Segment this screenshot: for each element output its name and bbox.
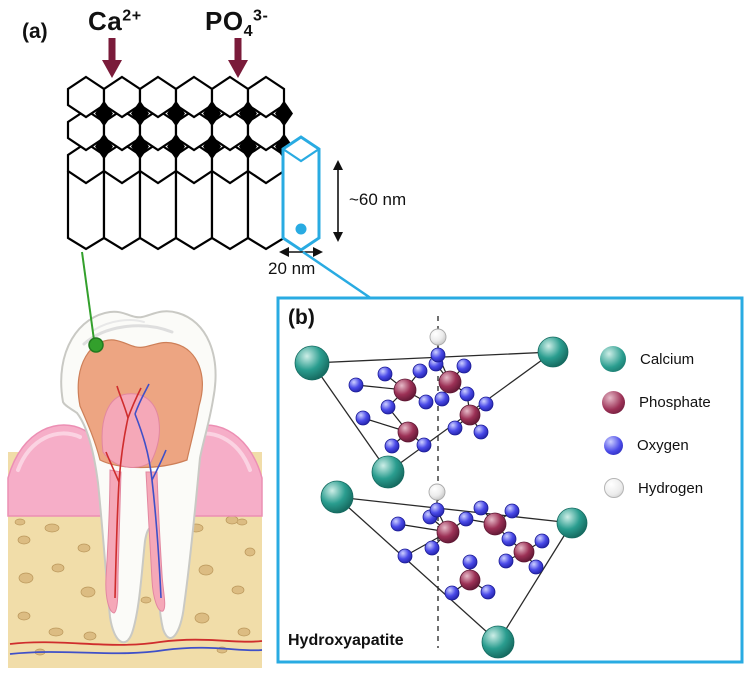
molecule-cluster-bottom (320, 480, 588, 659)
oxygen-atom (478, 396, 494, 412)
legend-item-calcium: Calcium (600, 346, 711, 372)
phosphate-ion-label: PO43- (205, 6, 268, 41)
oxygen-atom (384, 438, 400, 454)
panel-a-label: (a) (22, 20, 48, 43)
phosphate-atom (438, 370, 462, 394)
phosphate-atom (397, 421, 419, 443)
oxygen-atom (473, 424, 489, 440)
panel-b-title: Hydroxyapatite (288, 632, 404, 649)
legend-item-phosphate: Phosphate (600, 389, 711, 415)
jaw-blood-vessels (9, 638, 263, 655)
phosphate-ion-symbol: PO (205, 6, 244, 36)
oxygen-atom (434, 391, 450, 407)
calcium-atom (481, 625, 515, 659)
phosphate-atom (393, 378, 417, 402)
pulp-blood-vessels (105, 383, 167, 599)
oxygen-atom (397, 548, 413, 564)
calcium-atom (371, 455, 405, 489)
oxygen-atom (430, 347, 446, 363)
panel-b-box (276, 296, 744, 664)
oxygen-atom (355, 410, 371, 426)
oxygen-atom (498, 553, 514, 569)
hydrogen-atom (429, 328, 447, 346)
molecule-legend: Calcium Phosphate Oxygen Hydrogen (600, 346, 711, 501)
calcium-ion-charge: 2+ (122, 6, 142, 25)
calcium-atom (556, 507, 588, 539)
legend-label: Calcium (640, 350, 695, 368)
highlighted-crystal (281, 135, 321, 252)
oxygen-atom (504, 503, 520, 519)
legend-label: Phosphate (639, 393, 711, 411)
calcium-ion-symbol: Ca (88, 6, 123, 36)
oxygen-swatch-icon (604, 435, 623, 455)
calcium-atom (320, 480, 354, 514)
oxygen-atom (416, 437, 432, 453)
molecule-cluster-top (294, 328, 569, 489)
oxygen-atom (444, 585, 460, 601)
crystal-marker-dot (295, 223, 307, 235)
oxygen-atom (418, 394, 434, 410)
oxygen-atom (377, 366, 393, 382)
legend-label: Hydrogen (638, 479, 704, 497)
oxygen-atom (429, 502, 445, 518)
crystal-lattice (66, 75, 293, 251)
crystal-width-label: 20 nm (268, 259, 316, 278)
tooth-pulp-chamber (101, 393, 160, 468)
oxygen-atom (458, 511, 474, 527)
oxygen-atom (528, 559, 544, 575)
height-measure-arrow (333, 160, 343, 242)
phosphate-ion-charge: 3- (253, 6, 269, 25)
tooth-marker-dot (88, 337, 104, 353)
oxygen-atom (462, 554, 478, 570)
crystal-height-label: ~60 nm (349, 190, 407, 209)
phosphate-atom (436, 520, 460, 544)
calcium-atom (294, 345, 330, 381)
oxygen-atom (447, 420, 463, 436)
oxygen-atom (390, 516, 406, 532)
calcium-ion-arrow-icon (102, 38, 122, 78)
calcium-ion-label: Ca2+ (88, 6, 142, 37)
phosphate-ion-subscript: 4 (243, 22, 254, 41)
oxygen-atom (473, 500, 489, 516)
oxygen-atom (534, 533, 550, 549)
phosphate-ion-arrow-icon (228, 38, 248, 78)
oxygen-atom (424, 540, 440, 556)
legend-item-hydrogen: Hydrogen (600, 475, 711, 501)
crystal-to-panel-connector (302, 250, 373, 301)
hydrogen-atom (428, 483, 446, 501)
phosphate-atom (513, 541, 535, 563)
oxygen-atom (348, 377, 364, 393)
oxygen-atom (456, 358, 472, 374)
calcium-swatch-icon (600, 346, 626, 372)
oxygen-atom (380, 399, 396, 415)
phosphate-atom (459, 404, 481, 426)
phosphate-atom (459, 569, 481, 591)
phosphate-swatch-icon (602, 390, 625, 414)
calcium-atom (537, 336, 569, 368)
hydrogen-swatch-icon (604, 478, 624, 498)
panel-b-label: (b) (288, 306, 315, 329)
oxygen-atom (480, 584, 496, 600)
legend-item-oxygen: Oxygen (600, 432, 711, 458)
tooth-illustration (7, 310, 263, 668)
lattice-to-tooth-connector (81, 251, 95, 341)
legend-label: Oxygen (637, 436, 689, 454)
oxygen-atom (501, 531, 517, 547)
width-measure-arrow (279, 247, 323, 257)
oxygen-atom (412, 363, 428, 379)
oxygen-atom (459, 386, 475, 402)
phosphate-atom (483, 512, 507, 536)
